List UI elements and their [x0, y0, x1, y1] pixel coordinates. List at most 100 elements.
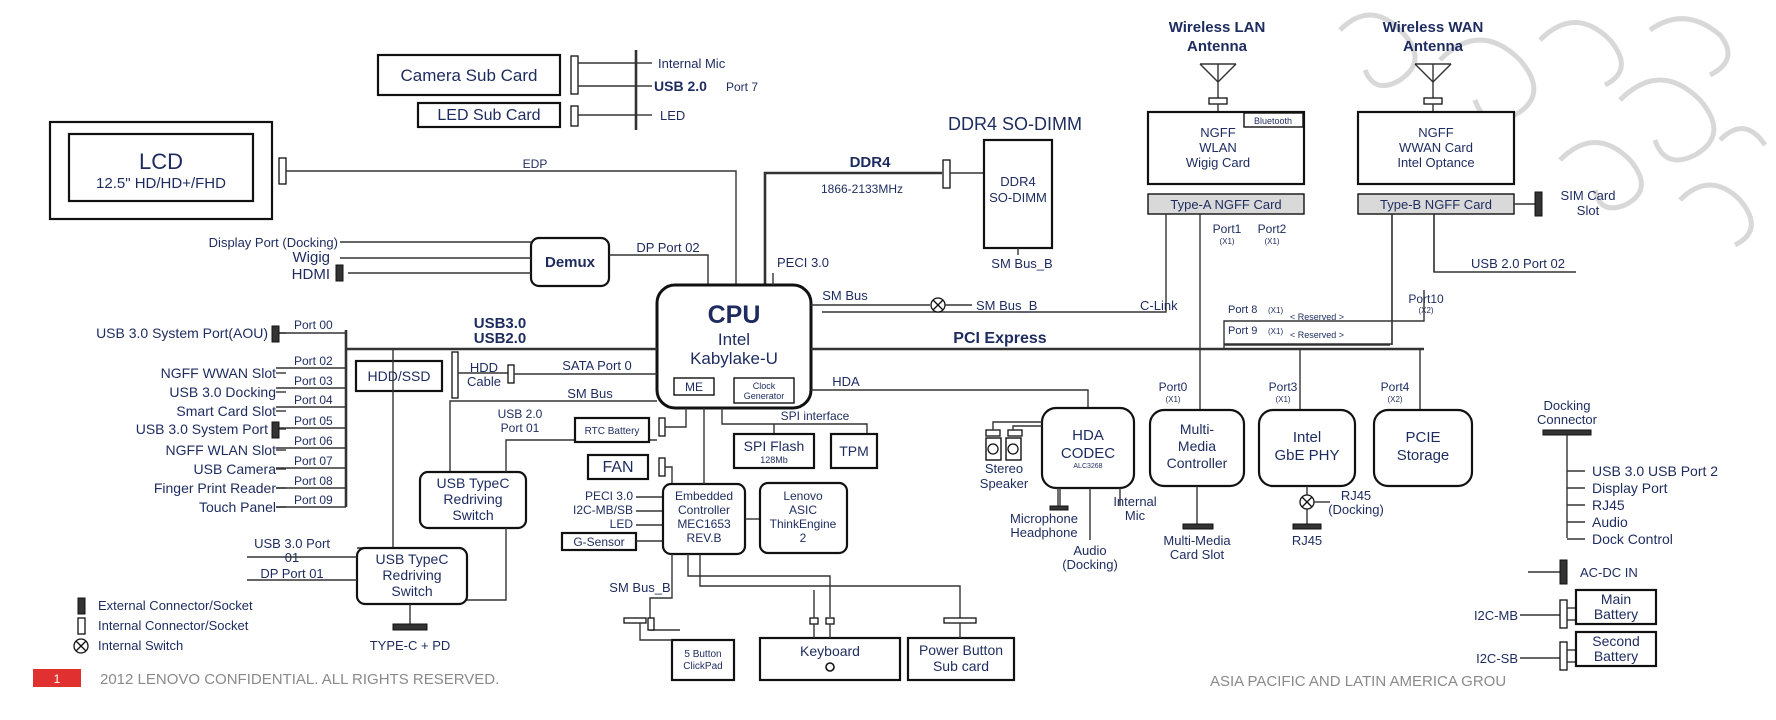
hdd-ssd-label: HDD/SSD [367, 368, 430, 384]
wlan-port1-x1: (X1) [1219, 237, 1234, 246]
usb-port-number: Port 00 [294, 318, 333, 332]
i2c-mb-label: I2C-MB [1474, 608, 1518, 623]
main-battery-line1: Main [1601, 591, 1631, 607]
usb-device-label: USB Camera [194, 461, 277, 477]
legend-switch-label: Internal Switch [98, 638, 183, 653]
bluetooth-label: Bluetooth [1254, 116, 1292, 126]
keyboard-label: Keyboard [800, 643, 860, 659]
wlan-port2-x1: (X1) [1264, 237, 1279, 246]
usb30-port01-line1: USB 3.0 Port [254, 536, 330, 551]
sim-card-line2: Slot [1577, 203, 1600, 218]
port4-label: Port4 [1381, 380, 1410, 394]
usb-device-label: Smart Card Slot [176, 403, 276, 419]
fan-label: FAN [602, 459, 633, 476]
rj45-connector [1292, 523, 1322, 530]
lcd-connector [278, 157, 287, 185]
ngff-wlan-line3: Wigig Card [1186, 155, 1250, 170]
audio-docking-line1: Audio [1073, 543, 1106, 558]
port8-reserved: < Reserved > [1290, 312, 1344, 322]
fan-box [586, 453, 650, 481]
mmc-line2: Media [1178, 438, 1216, 454]
mic-hp-line1: Microphone [1010, 511, 1078, 526]
port4-x2: (X2) [1387, 395, 1402, 404]
port8-x1: (X1) [1268, 306, 1283, 315]
usb20-bus-label: USB2.0 [474, 330, 527, 347]
mmc-slot-line1: Multi-Media [1163, 533, 1231, 548]
swirl-decoration [1338, 12, 1768, 248]
mmc-line1: Multi- [1180, 421, 1215, 437]
led-sub-card-box [416, 101, 562, 129]
pcie-storage-line1: PCIE [1405, 429, 1440, 446]
second-battery-line1: Second [1592, 633, 1639, 649]
me-box [673, 377, 715, 396]
edp-label: EDP [523, 157, 548, 171]
audio-docking-line2: (Docking) [1062, 557, 1118, 572]
cpu-line2: Kabylake-U [690, 349, 778, 368]
clickpad-line1: 5 Button [684, 649, 721, 660]
led-sub-card-label: LED Sub Card [437, 107, 540, 124]
usb-port-number: Port 09 [294, 493, 333, 507]
camera-connector [570, 55, 579, 95]
port3-x1: (X1) [1275, 395, 1290, 404]
usb20-port01-line1: USB 2.0 [498, 407, 543, 421]
ec-i2c-label: I2C-MB/SB [573, 503, 633, 517]
fan-connector [658, 457, 666, 477]
keyboard-connector-1 [809, 617, 819, 625]
g-sensor-label: G-Sensor [573, 535, 624, 549]
usb-device-label: Touch Panel [199, 499, 276, 515]
usb-device-label: USB 3.0 Docking [169, 384, 276, 400]
clickpad-connector-2 [647, 617, 655, 631]
cpu-smbus-b-label: SM Bus_B [976, 298, 1037, 313]
pcie-storage-box [1372, 408, 1474, 488]
usb20-port01-line2: Port 01 [501, 421, 540, 435]
rj45-switch-icon [1299, 494, 1315, 510]
dp-port01-label: DP Port 01 [260, 566, 323, 581]
mic-headphone-connector [1049, 505, 1069, 511]
ec-led-label: LED [610, 517, 634, 531]
usb30-bus-label: USB3.0 [474, 315, 527, 332]
type-a-ngff-label: Type-A NGFF Card [1170, 197, 1281, 212]
legend-external-icon [77, 597, 86, 615]
legend-internal-label: Internal Connector/Socket [98, 618, 249, 633]
ngff-wwan-line3: Intel Optance [1397, 155, 1474, 170]
cpu-peci-label: PECI 3.0 [777, 255, 829, 270]
ngff-wlan-line1: NGFF [1200, 125, 1235, 140]
usb-port-number: Port 02 [294, 354, 333, 368]
wlan-antenna-icon [1199, 63, 1237, 105]
page-number: 1 [54, 672, 61, 686]
port3-label: Port3 [1269, 380, 1298, 394]
usb-port-number: Port 06 [294, 434, 333, 448]
typec-pd-label: TYPE-C + PD [370, 638, 451, 653]
sim-card-connector [1534, 191, 1543, 217]
main-battery-line2: Battery [1594, 606, 1638, 622]
ngff-wlan-line2: WLAN [1199, 140, 1237, 155]
hdmi-label: HDMI [292, 266, 330, 283]
usb-port-number: Port 08 [294, 474, 333, 488]
ec-line3: MEC1653 [677, 517, 731, 531]
spi-flash-label: SPI Flash [744, 438, 805, 454]
rtc-connector [658, 417, 666, 437]
port0-x1: (X1) [1165, 395, 1180, 404]
usb-port-number: Port 03 [294, 374, 333, 388]
usb-device-label: USB 3.0 System Port(AOU) [96, 325, 268, 341]
led-connector [570, 105, 579, 127]
dp-port02-label: DP Port 02 [636, 240, 699, 255]
hdd-cable-line1: HDD [470, 360, 498, 375]
mmc-slot-line2: Card Slot [1170, 547, 1225, 562]
cpu-title: CPU [708, 301, 761, 329]
asic-line2: ASIC [789, 503, 817, 517]
port9-reserved: < Reserved > [1290, 330, 1344, 340]
power-button-box [906, 636, 1016, 682]
docking-item-label: Dock Control [1592, 531, 1673, 547]
ddr4-smbus-label: SM Bus_B [991, 256, 1052, 271]
ddr4-connector [942, 159, 951, 189]
mmc-line3: Controller [1167, 455, 1228, 471]
legend-internal-icon [77, 617, 86, 635]
docking-line1: Docking [1544, 398, 1591, 413]
usb-port-number: Port 07 [294, 454, 333, 468]
lcd-subtitle: 12.5" HD/HD+/FHD [96, 175, 226, 192]
usb-port-number: Port 05 [294, 414, 333, 428]
lcd-inner-box [67, 132, 255, 203]
hdd-ssd-box [354, 359, 444, 393]
